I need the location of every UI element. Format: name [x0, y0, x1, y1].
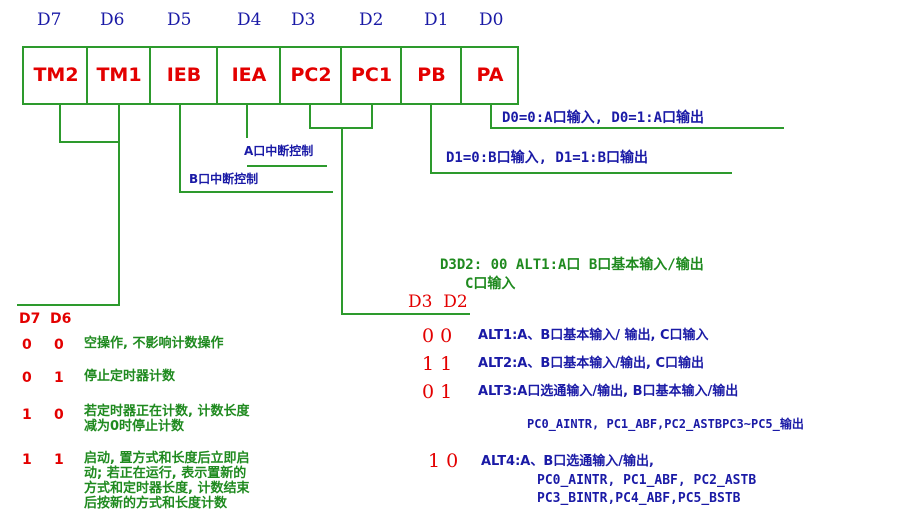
note-b-int: B口中断控制 — [189, 172, 259, 186]
mode-alt4-detail: PC0_AINTR, PC1_ABF, PC2_ASTB — [537, 473, 757, 488]
mode-row-desc: ALT2:A、B口基本输入/输出, C口输出 — [478, 356, 705, 371]
pa-leader — [490, 104, 784, 129]
field-iea: IEA — [231, 64, 267, 86]
mode-alt3-detail: PC0_AINTR, PC1_ABF,PC2_ASTBPC3~PC5_输出 — [527, 417, 804, 431]
field-pb: PB — [417, 64, 446, 86]
mode-row-desc: ALT3:A口选通输入/输出, B口基本输入/输出 — [478, 384, 739, 399]
timer-head-d7: D7 — [19, 311, 41, 327]
mode-row-desc: ALT4:A、B口选通输入/输出, — [481, 454, 654, 469]
mode-row-desc: ALT1:A、B口基本输入/ 输出, C口输入 — [478, 328, 709, 343]
timer-row-desc: 停止定时器计数 — [84, 369, 176, 384]
note-d3d2-line2: C口输入 — [465, 276, 516, 292]
pc-bracket — [309, 104, 373, 129]
timer-row-d7: 1 — [22, 407, 32, 423]
timer-head-d6: D6 — [50, 311, 72, 327]
timer-row-d7: 0 — [22, 337, 32, 353]
bit-label-d0: D0 — [479, 10, 504, 30]
bit-label-d7: D7 — [37, 10, 62, 30]
pc-leader — [341, 128, 470, 315]
note-d3d2-line1: D3D2: 00 ALT1:A口 B口基本输入/输出 — [440, 257, 704, 273]
ieb-leader — [179, 104, 333, 193]
mode-row-bits: 0 0 — [422, 325, 453, 347]
bit-label-d1: D1 — [424, 10, 449, 30]
timer-row-d7: 1 — [22, 452, 32, 468]
timer-row-desc: 启动, 置方式和长度后立即启 动; 若正在运行, 表示置新的 方式和定时器长度,… — [84, 451, 250, 511]
timer-row-d6: 1 — [54, 452, 64, 468]
note-d1: D1=0:B口输入, D1=1:B口输出 — [446, 150, 649, 166]
timer-row-d6: 0 — [54, 337, 64, 353]
bit-label-d5: D5 — [167, 10, 192, 30]
bit-label-d6: D6 — [100, 10, 125, 30]
field-ieb: IEB — [166, 64, 202, 86]
tm-leader — [17, 104, 120, 306]
mode-head: D3 D2 — [408, 292, 468, 312]
timer-row-d6: 1 — [54, 370, 64, 386]
register-frame — [22, 46, 519, 105]
note-d0: D0=0:A口输入, D0=1:A口输出 — [502, 110, 705, 126]
timer-row-desc: 空操作, 不影响计数操作 — [84, 336, 224, 351]
tm-bracket — [59, 104, 119, 143]
pb-leader — [430, 104, 732, 174]
mode-row-bits: 1 1 — [422, 353, 453, 375]
field-tm2: TM2 — [33, 64, 79, 86]
field-pc2: PC2 — [290, 64, 332, 86]
field-pa: PA — [476, 64, 504, 86]
mode-row-bits: 0 1 — [422, 381, 453, 403]
note-a-int: A口中断控制 — [244, 144, 314, 158]
timer-row-d6: 0 — [54, 407, 64, 423]
field-tm1: TM1 — [96, 64, 142, 86]
bit-label-d3: D3 — [291, 10, 316, 30]
field-pc1: PC1 — [350, 64, 393, 86]
mode-row-bits: 1 0 — [428, 450, 459, 472]
timer-row-d7: 0 — [22, 370, 32, 386]
bit-label-d2: D2 — [359, 10, 384, 30]
bit-label-d4: D4 — [237, 10, 262, 30]
mode-alt4-detail: PC3_BINTR,PC4_ABF,PC5_BSTB — [537, 491, 741, 506]
timer-row-desc: 若定时器正在计数, 计数长度 减为0时停止计数 — [84, 404, 250, 434]
